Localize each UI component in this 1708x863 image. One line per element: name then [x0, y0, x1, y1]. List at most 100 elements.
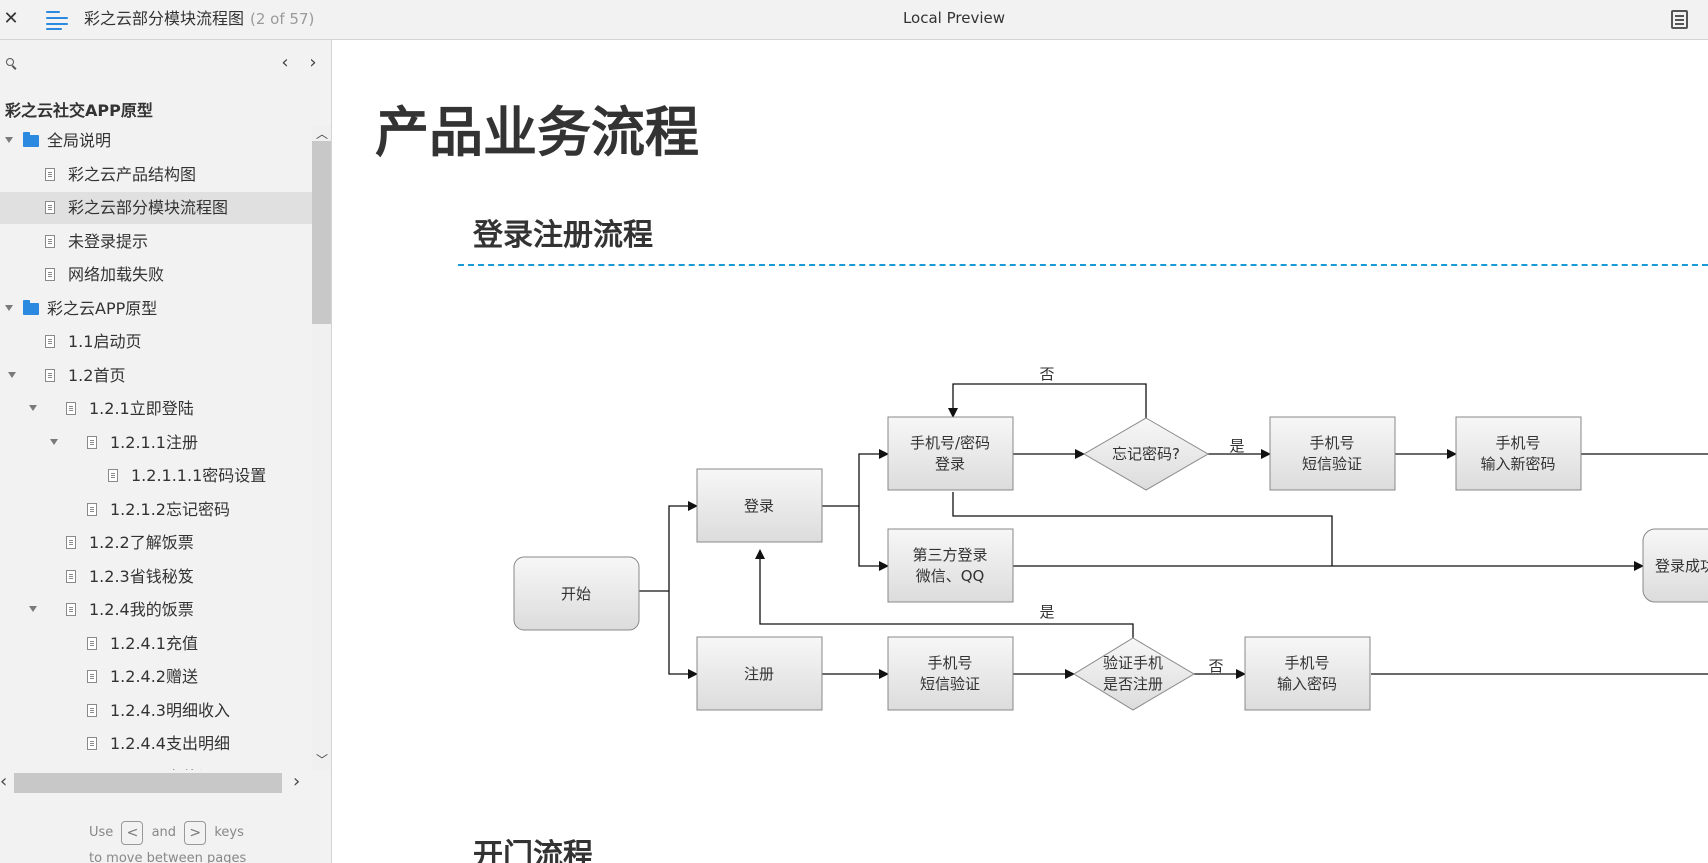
edge-label-no-bottom: 否	[1208, 657, 1223, 675]
sidebar-item-label: 1.2.1.2忘记密码	[110, 500, 230, 519]
sidebar-item-5[interactable]: 彩之云APP原型	[0, 293, 312, 325]
sidebar-item-4[interactable]: 网络加载失败	[0, 259, 312, 291]
page-icon	[87, 704, 97, 717]
sidebar-item-10[interactable]: 1.2.1.1.1密码设置	[0, 460, 312, 492]
sidebar-item-label: 1.2.4.4支出明细	[110, 734, 230, 753]
node-new-pwd	[1455, 416, 1582, 491]
node-login-result	[1642, 528, 1708, 603]
keyboard-hint: Use < and > keys to move between pages	[89, 820, 246, 863]
label-forgot-pwd: 忘记密码?	[1112, 445, 1180, 463]
folder-icon	[23, 300, 39, 315]
vertical-scrollbar[interactable]: ︿ ﹀	[312, 125, 331, 770]
sidebar-item-9[interactable]: 1.2.1.1注册	[0, 427, 312, 459]
page-icon	[66, 402, 76, 415]
sidebar-item-0[interactable]: 全局说明	[0, 125, 312, 157]
label-login-result: 登录成功	[1655, 557, 1708, 575]
label-phone-pwd-2: 登录	[935, 455, 965, 473]
login-flowchart: 开始 登录 注册 手机号/密码 登录 忘记密码? 手机号 短信验证 手机号 输入…	[513, 365, 1708, 711]
edge-label-yes-bottom: 是	[1039, 603, 1054, 621]
scroll-right-icon[interactable]: ›	[293, 771, 301, 792]
sidebar-item-label: 1.2.4.2赠送	[110, 667, 198, 686]
sidebar-item-17[interactable]: 1.2.4.3明细收入	[0, 695, 312, 727]
page-icon	[108, 469, 118, 482]
sidebar-item-label: 1.2.3省钱秘笈	[89, 567, 194, 586]
sidebar-item-8[interactable]: 1.2.1立即登陆	[0, 393, 312, 425]
expand-caret-icon[interactable]	[50, 439, 58, 445]
page-icon	[66, 603, 76, 616]
sidebar-item-11[interactable]: 1.2.1.2忘记密码	[0, 494, 312, 526]
node-input-pwd	[1244, 636, 1371, 711]
notes-icon[interactable]	[1671, 10, 1688, 29]
page-icon	[87, 436, 97, 449]
page-icon	[45, 268, 55, 281]
sidebar-item-19[interactable]: 1.2.4.5充值记录	[0, 762, 312, 770]
label-start: 开始	[561, 585, 591, 603]
sidebar-item-13[interactable]: 1.2.3省钱秘笈	[0, 561, 312, 593]
page-tree: 全局说明彩之云产品结构图彩之云部分模块流程图未登录提示网络加载失败彩之云APP原…	[0, 125, 312, 770]
node-start	[513, 556, 640, 631]
sidebar-item-15[interactable]: 1.2.4.1充值	[0, 628, 312, 660]
horizontal-scrollbar[interactable]: ‹ ›	[0, 770, 312, 794]
sidebar-item-label: 1.2.1.1.1密码设置	[131, 466, 267, 485]
page-icon	[45, 235, 55, 248]
expand-caret-icon[interactable]	[5, 305, 13, 311]
horizontal-scrollbar-thumb[interactable]	[14, 773, 282, 793]
scroll-down-icon[interactable]: ﹀	[316, 753, 329, 767]
expand-caret-icon[interactable]	[29, 405, 37, 411]
node-register	[696, 636, 823, 711]
edge-label-no-top: 否	[1039, 365, 1054, 383]
menu-icon[interactable]	[46, 11, 68, 30]
sidebar-item-12[interactable]: 1.2.2了解饭票	[0, 527, 312, 559]
sidebar-item-label: 1.2.1立即登陆	[89, 399, 194, 418]
label-third-1: 第三方登录	[912, 546, 987, 564]
scrollbar-thumb[interactable]	[312, 141, 331, 324]
sidebar-item-label: 全局说明	[47, 131, 112, 150]
edge-label-yes-top: 是	[1229, 437, 1244, 455]
page-icon	[87, 670, 97, 683]
edge-phone-result	[952, 492, 1333, 566]
project-title: 彩之云社交APP原型	[5, 101, 153, 120]
next-page-button[interactable]: ›	[309, 52, 317, 73]
sidebar-item-18[interactable]: 1.2.4.4支出明细	[0, 728, 312, 760]
sidebar-item-label: 彩之云APP原型	[47, 299, 158, 318]
page-icon	[87, 737, 97, 750]
edge-start-register	[668, 591, 698, 679]
close-icon[interactable]: ✕	[3, 8, 19, 29]
node-forgot-pwd	[1083, 417, 1209, 491]
sidebar-item-label: 1.2.4.5充值记录	[110, 768, 230, 770]
label-input-pwd-1: 手机号	[1284, 654, 1329, 672]
expand-caret-icon[interactable]	[8, 372, 16, 378]
label-phone-pwd-1: 手机号/密码	[910, 434, 990, 452]
node-phone-pwd-login	[887, 416, 1014, 491]
page-icon	[45, 335, 55, 348]
sidebar-item-14[interactable]: 1.2.4我的饭票	[0, 594, 312, 626]
label-register: 注册	[744, 665, 774, 683]
label-third-2: 微信、QQ	[916, 567, 985, 585]
sidebar: ‹ › 彩之云社交APP原型 全局说明彩之云产品结构图彩之云部分模块流程图未登录…	[0, 40, 332, 863]
sidebar-item-label: 彩之云部分模块流程图	[68, 198, 229, 217]
sidebar-item-7[interactable]: 1.2首页	[0, 360, 312, 392]
sidebar-item-1[interactable]: 彩之云产品结构图	[0, 159, 312, 191]
page-icon	[66, 536, 76, 549]
folder-icon	[23, 132, 39, 147]
label-sms-top-2: 短信验证	[1302, 455, 1362, 473]
page-icon	[45, 369, 55, 382]
expand-caret-icon[interactable]	[29, 606, 37, 612]
sidebar-item-2[interactable]: 彩之云部分模块流程图	[0, 192, 312, 224]
sidebar-item-3[interactable]: 未登录提示	[0, 226, 312, 258]
sidebar-item-label: 1.2.4.3明细收入	[110, 701, 230, 720]
node-check-registered	[1073, 637, 1195, 711]
prev-page-button[interactable]: ‹	[281, 52, 289, 73]
edge-login-third	[858, 506, 889, 571]
search-icon[interactable]	[6, 58, 17, 70]
sidebar-item-label: 1.2.4.1充值	[110, 634, 198, 653]
page-icon	[87, 503, 97, 516]
label-check-2: 是否注册	[1103, 675, 1163, 693]
node-login	[696, 468, 823, 543]
sidebar-item-6[interactable]: 1.1启动页	[0, 326, 312, 358]
scroll-up-icon[interactable]: ︿	[316, 127, 329, 141]
expand-caret-icon[interactable]	[5, 137, 13, 143]
scroll-left-icon[interactable]: ‹	[0, 771, 8, 792]
sidebar-item-16[interactable]: 1.2.4.2赠送	[0, 661, 312, 693]
label-new-pwd-2: 输入新密码	[1480, 455, 1555, 473]
